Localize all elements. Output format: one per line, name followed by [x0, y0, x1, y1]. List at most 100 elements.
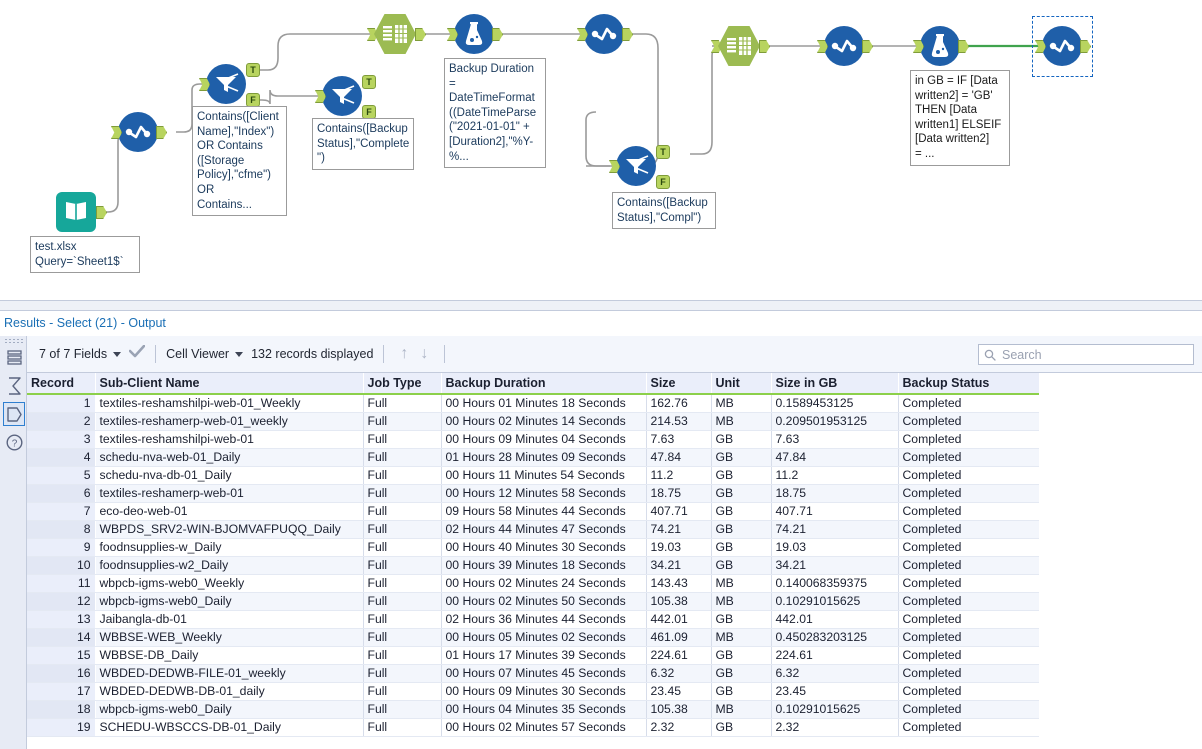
- column-header-record[interactable]: Record: [27, 373, 96, 395]
- check-icon[interactable]: [128, 344, 146, 363]
- cell-dur[interactable]: 00 Hours 11 Minutes 54 Seconds: [441, 466, 647, 485]
- results-grid[interactable]: Record Sub-Client Name Job Type Backup D…: [27, 373, 1202, 749]
- cell-name[interactable]: textiles-reshamshilpi-web-01: [95, 430, 364, 449]
- cell-rec[interactable]: 5: [27, 466, 96, 485]
- cell-unit[interactable]: GB: [711, 430, 772, 449]
- cell-stat[interactable]: Completed: [898, 430, 1040, 449]
- cell-dur[interactable]: 00 Hours 04 Minutes 35 Seconds: [441, 700, 647, 719]
- cell-gb[interactable]: 0.209501953125: [771, 412, 899, 431]
- cell-size[interactable]: 6.32: [646, 664, 712, 683]
- cell-rec[interactable]: 14: [27, 628, 96, 647]
- cell-unit[interactable]: MB: [711, 394, 772, 413]
- cell-size[interactable]: 2.32: [646, 718, 712, 737]
- cell-size[interactable]: 19.03: [646, 538, 712, 557]
- cell-name[interactable]: wbpcb-igms-web0_Weekly: [95, 574, 364, 593]
- cell-stat[interactable]: Completed: [898, 448, 1040, 467]
- tool-select-4[interactable]: [1035, 26, 1091, 66]
- cell-rec[interactable]: 8: [27, 520, 96, 539]
- cell-rec[interactable]: 2: [27, 412, 96, 431]
- cell-rec[interactable]: 15: [27, 646, 96, 665]
- cell-dur[interactable]: 02 Hours 44 Minutes 47 Seconds: [441, 520, 647, 539]
- output-anchor[interactable]: [415, 28, 426, 41]
- cell-name[interactable]: foodnsupplies-w_Daily: [95, 538, 364, 557]
- cell-stat[interactable]: Completed: [898, 466, 1040, 485]
- cell-rec[interactable]: 9: [27, 538, 96, 557]
- cell-gb[interactable]: 74.21: [771, 520, 899, 539]
- cell-stat[interactable]: Completed: [898, 592, 1040, 611]
- cell-name[interactable]: WBDED-DEDWB-FILE-01_weekly: [95, 664, 364, 683]
- cell-stat[interactable]: Completed: [898, 538, 1040, 557]
- cell-rec[interactable]: 10: [27, 556, 96, 575]
- cell-name[interactable]: textiles-reshamerp-web-01_weekly: [95, 412, 364, 431]
- cell-gb[interactable]: 19.03: [771, 538, 899, 557]
- data-icon[interactable]: [3, 402, 25, 426]
- tool-filter-3[interactable]: T F: [609, 145, 670, 189]
- false-anchor[interactable]: F: [656, 175, 670, 189]
- cell-job[interactable]: Full: [363, 700, 442, 719]
- output-anchor[interactable]: [622, 28, 633, 41]
- cell-stat[interactable]: Completed: [898, 646, 1040, 665]
- cell-size[interactable]: 7.63: [646, 430, 712, 449]
- cell-unit[interactable]: GB: [711, 466, 772, 485]
- cell-name[interactable]: textiles-reshamerp-web-01: [95, 484, 364, 503]
- messages-icon[interactable]: [3, 346, 25, 370]
- cell-size[interactable]: 47.84: [646, 448, 712, 467]
- cell-size[interactable]: 442.01: [646, 610, 712, 629]
- cell-name[interactable]: foodnsupplies-w2_Daily: [95, 556, 364, 575]
- cell-name[interactable]: WBDED-DEDWB-DB-01_daily: [95, 682, 364, 701]
- cell-rec[interactable]: 13: [27, 610, 96, 629]
- fields-count-label[interactable]: 7 of 7 Fields: [39, 347, 108, 361]
- column-header-size-in-gb[interactable]: Size in GB: [771, 373, 899, 395]
- cell-gb[interactable]: 0.1589453125: [771, 394, 899, 413]
- cell-size[interactable]: 162.76: [646, 394, 712, 413]
- tool-select-1[interactable]: [111, 112, 167, 152]
- cell-stat[interactable]: Completed: [898, 610, 1040, 629]
- cell-gb[interactable]: 407.71: [771, 502, 899, 521]
- cell-unit[interactable]: GB: [711, 718, 772, 737]
- cell-job[interactable]: Full: [363, 610, 442, 629]
- output-anchor[interactable]: [96, 206, 107, 219]
- cell-dur[interactable]: 02 Hours 36 Minutes 44 Seconds: [441, 610, 647, 629]
- cell-unit[interactable]: MB: [711, 628, 772, 647]
- cell-job[interactable]: Full: [363, 628, 442, 647]
- cell-size[interactable]: 214.53: [646, 412, 712, 431]
- cell-rec[interactable]: 1: [27, 394, 96, 413]
- cell-unit[interactable]: GB: [711, 520, 772, 539]
- cell-stat[interactable]: Completed: [898, 502, 1040, 521]
- tool-formula-2[interactable]: [913, 26, 969, 66]
- cell-job[interactable]: Full: [363, 646, 442, 665]
- cell-size[interactable]: 407.71: [646, 502, 712, 521]
- cell-job[interactable]: Full: [363, 394, 442, 413]
- cell-unit[interactable]: GB: [711, 682, 772, 701]
- cell-size[interactable]: 34.21: [646, 556, 712, 575]
- cell-rec[interactable]: 17: [27, 682, 96, 701]
- cell-unit[interactable]: MB: [711, 592, 772, 611]
- cell-dur[interactable]: 00 Hours 01 Minutes 18 Seconds: [441, 394, 647, 413]
- output-anchor[interactable]: [1080, 40, 1091, 53]
- cell-stat[interactable]: Completed: [898, 664, 1040, 683]
- cell-rec[interactable]: 12: [27, 592, 96, 611]
- cell-rec[interactable]: 19: [27, 718, 96, 737]
- cell-job[interactable]: Full: [363, 448, 442, 467]
- cell-dur[interactable]: 00 Hours 12 Minutes 58 Seconds: [441, 484, 647, 503]
- cell-size[interactable]: 224.61: [646, 646, 712, 665]
- column-header-unit[interactable]: Unit: [711, 373, 772, 395]
- cell-unit[interactable]: MB: [711, 574, 772, 593]
- cell-name[interactable]: WBPDS_SRV2-WIN-BJOMVAFPUQQ_Daily: [95, 520, 364, 539]
- cell-size[interactable]: 74.21: [646, 520, 712, 539]
- cell-dur[interactable]: 01 Hours 17 Minutes 39 Seconds: [441, 646, 647, 665]
- cell-dur[interactable]: 00 Hours 09 Minutes 04 Seconds: [441, 430, 647, 449]
- false-anchor[interactable]: F: [246, 93, 260, 107]
- workflow-canvas[interactable]: test.xlsx Query=`Sheet1$`: [0, 0, 1202, 300]
- cell-rec[interactable]: 3: [27, 430, 96, 449]
- chevron-down-icon[interactable]: [235, 351, 244, 357]
- cell-gb[interactable]: 6.32: [771, 664, 899, 683]
- cell-unit[interactable]: GB: [711, 646, 772, 665]
- cell-gb[interactable]: 7.63: [771, 430, 899, 449]
